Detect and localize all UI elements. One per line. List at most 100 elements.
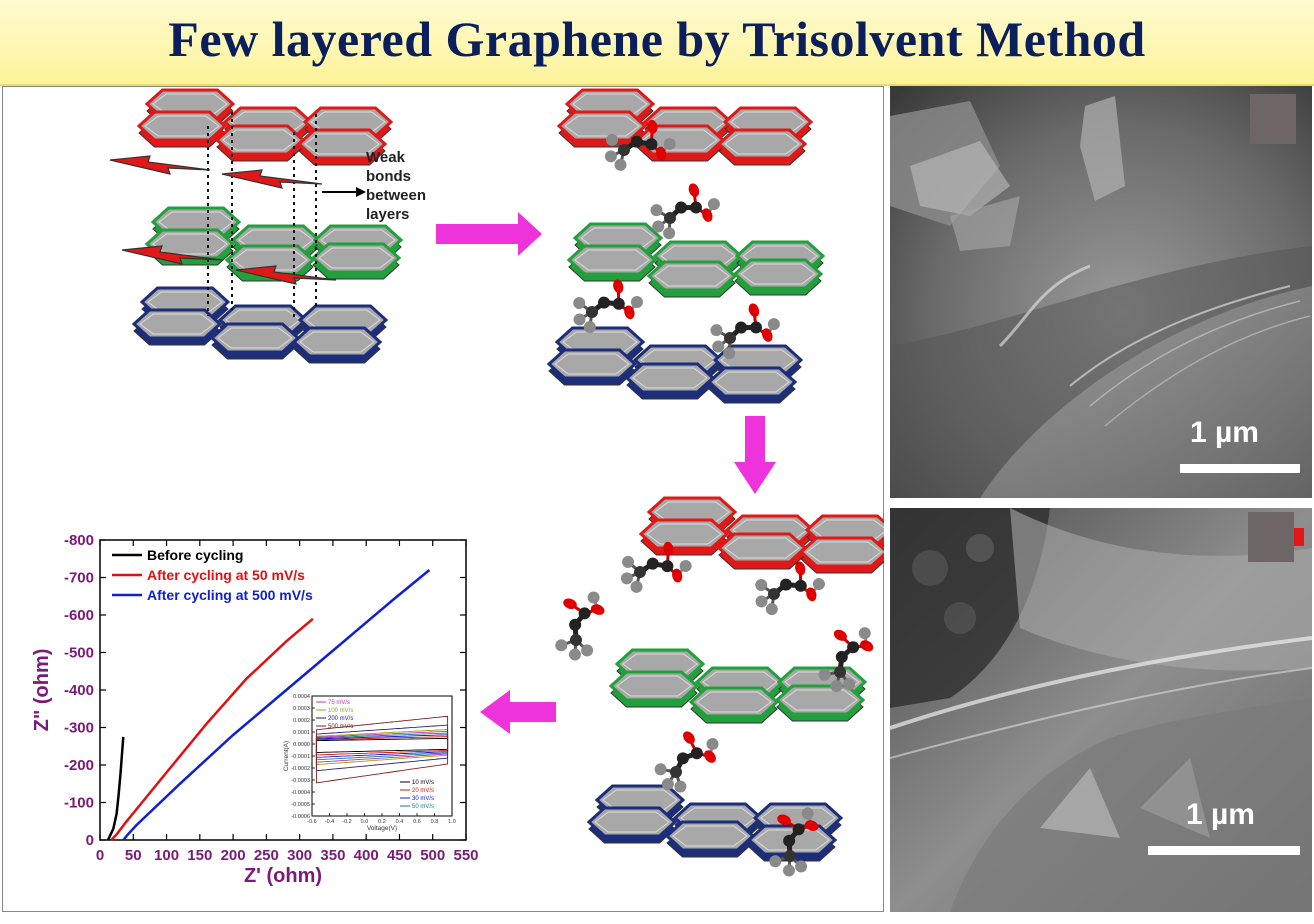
weak-bonds-line: Weak — [366, 149, 405, 166]
x-tick-label: 550 — [453, 847, 478, 864]
x-tick-label: 400 — [354, 847, 379, 864]
hex-tile — [586, 806, 678, 838]
inset-x-tick-label: 0.0 — [361, 819, 369, 825]
inset-x-label: Voltage(V) — [367, 825, 397, 832]
inset-y-tick-label: -0.0001 — [291, 754, 310, 760]
y-tick-label: -700 — [64, 570, 94, 587]
hex-tile-highlight — [616, 675, 692, 697]
hex-tile-highlight — [672, 825, 748, 847]
inset-x-tick-label: 0.8 — [431, 819, 439, 825]
lightning-icon — [235, 265, 337, 285]
lightning-icon — [121, 245, 223, 265]
weak-bonds-label: Weak bonds between layers — [366, 148, 426, 224]
hex-tile-highlight — [696, 691, 772, 713]
hex-tile — [798, 536, 884, 568]
hex-tile-highlight — [304, 133, 380, 155]
inset-x-tick-label: 0.6 — [413, 819, 421, 825]
hex-tile-highlight — [724, 133, 800, 155]
series-line — [106, 736, 125, 841]
inset-x-tick-label: 0.2 — [378, 819, 386, 825]
series-line — [122, 569, 431, 841]
inset-legend-entry: 75 mV/s — [328, 700, 350, 706]
process-arrow-icon — [480, 690, 556, 734]
inset-y-tick-label: 0.0002 — [293, 718, 310, 724]
y-tick-label: -100 — [64, 795, 94, 812]
hex-tile-highlight — [714, 371, 790, 393]
inset-x-tick-label: -0.2 — [342, 819, 351, 825]
process-arrow-icon — [436, 212, 542, 256]
hex-tile — [296, 128, 388, 160]
hex-tile — [716, 128, 808, 160]
x-axis-label: Z' (ohm) — [244, 865, 322, 887]
hex-tile — [131, 308, 223, 340]
exfoliation-diagram — [109, 88, 884, 916]
hex-tile — [774, 684, 866, 716]
y-tick-label: -500 — [64, 645, 94, 662]
x-tick-label: 100 — [154, 847, 179, 864]
page-title: Few layered Graphene by Trisolvent Metho… — [168, 11, 1146, 67]
sem-texture-top — [890, 86, 1312, 498]
inset-y-tick-label: -0.0002 — [291, 766, 310, 772]
y-tick-label: -200 — [64, 757, 94, 774]
sem-image-bottom: 1 µm — [890, 508, 1312, 912]
inset-legend-entry: 50 mV/s — [412, 804, 434, 810]
lightning-icon — [221, 169, 323, 189]
inset-y-tick-label: 0.0003 — [293, 706, 310, 712]
x-tick-label: 350 — [320, 847, 345, 864]
lightning-icon — [109, 155, 211, 175]
hex-tile-highlight — [594, 811, 670, 833]
inset-legend-entry: 500 mV/s — [328, 724, 353, 730]
inset-x-tick-label: 1.0 — [448, 819, 456, 825]
scale-label: 1 µm — [1186, 798, 1255, 831]
x-tick-label: 300 — [287, 847, 312, 864]
inset-y-tick-label: -0.0006 — [291, 814, 310, 820]
scale-label: 1 µm — [1190, 416, 1259, 449]
weak-bonds-line: layers — [366, 206, 410, 223]
hex-tile — [136, 110, 228, 142]
hex-tile-highlight — [299, 331, 375, 353]
x-tick-label: 50 — [125, 847, 142, 864]
inset-x-tick-label: 0.4 — [396, 819, 404, 825]
hex-tile-highlight — [740, 263, 816, 285]
hex-tile-highlight — [754, 829, 830, 851]
sem-texture-bottom — [890, 508, 1312, 912]
y-tick-label: -600 — [64, 607, 94, 624]
solvent-molecule-icon — [546, 583, 613, 666]
pointer-arrow-head — [356, 187, 366, 197]
hex-tile-highlight — [554, 353, 630, 375]
cv-loop — [315, 715, 449, 784]
hex-tile-highlight — [782, 689, 858, 711]
hex-tile-highlight — [139, 313, 215, 335]
y-tick-label: -800 — [64, 532, 94, 549]
hex-tile — [556, 110, 648, 142]
hex-tile-highlight — [564, 115, 640, 137]
hex-tile-highlight — [654, 265, 730, 287]
hex-tile-highlight — [318, 247, 394, 269]
hex-tile-highlight — [632, 367, 708, 389]
y-axis-label: Z" (ohm) — [31, 649, 53, 732]
y-tick-label: -300 — [64, 720, 94, 737]
x-tick-label: 200 — [221, 847, 246, 864]
hex-tile-highlight — [222, 129, 298, 151]
scale-bar — [1148, 846, 1300, 855]
hex-tile-highlight — [806, 541, 882, 563]
hex-tile-highlight — [144, 115, 220, 137]
inset-legend-entry: 200 mV/s — [328, 716, 353, 722]
hex-tile — [566, 244, 658, 276]
legend-entry: After cycling at 50 mV/s — [147, 567, 305, 583]
inset-y-label: Current(A) — [283, 741, 290, 771]
weak-bonds-line: bonds — [366, 168, 411, 185]
weak-bonds-line: between — [366, 187, 427, 204]
hex-tile — [608, 670, 700, 702]
hex-tile — [638, 518, 730, 550]
title-bar: Few layered Graphene by Trisolvent Metho… — [0, 0, 1314, 86]
inset-y-tick-label: 0.0000 — [293, 742, 310, 748]
legend-entry: Before cycling — [147, 547, 243, 563]
sem-image-top: 1 µm — [890, 86, 1312, 498]
hex-tile-highlight — [724, 537, 800, 559]
inset-legend-entry: 10 mV/s — [412, 780, 434, 786]
series-line — [110, 617, 314, 841]
inset-x-tick-label: -0.4 — [325, 819, 334, 825]
hex-tile-highlight — [646, 523, 722, 545]
